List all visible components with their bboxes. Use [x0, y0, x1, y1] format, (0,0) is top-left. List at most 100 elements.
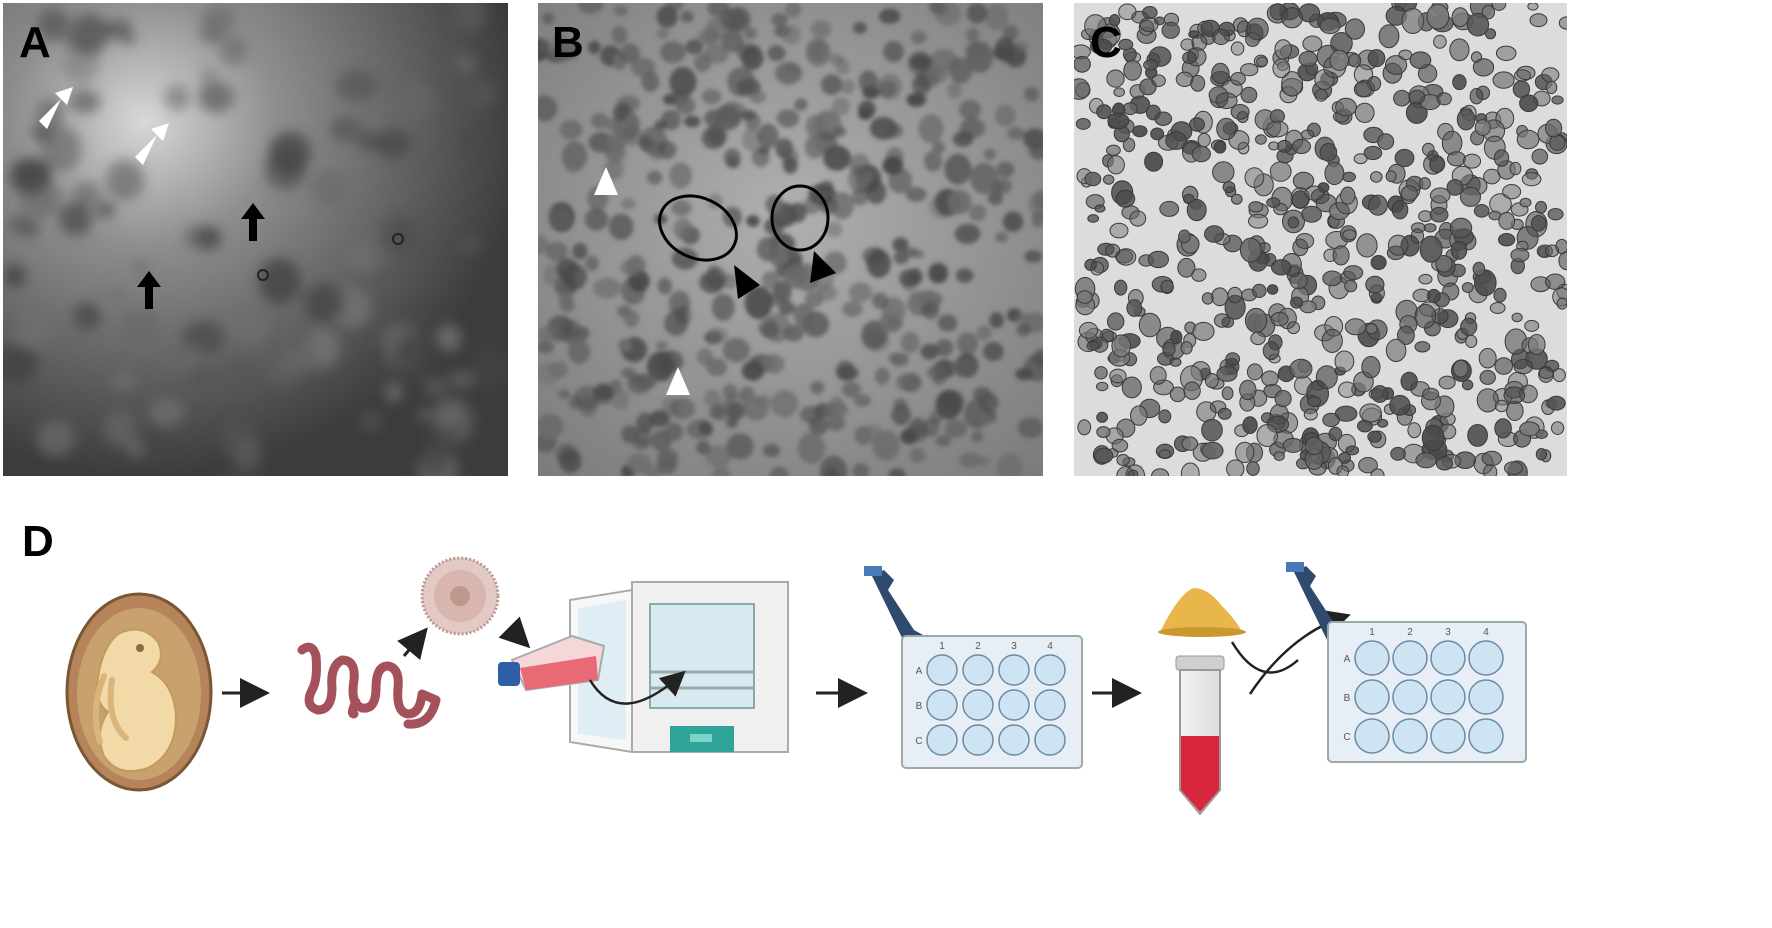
cell-blob [608, 213, 634, 241]
cell-blob [1231, 193, 1243, 205]
cell-blob [303, 283, 344, 323]
cell-blob [1077, 419, 1092, 436]
cell-blob [188, 364, 214, 394]
cell-blob [705, 266, 727, 290]
cell-blob [944, 153, 972, 185]
cell-blob [1498, 233, 1516, 247]
cell-blob [767, 45, 786, 62]
cell-blob [1510, 248, 1530, 263]
plate-well [926, 724, 958, 756]
cell-blob [703, 43, 729, 64]
cell-blob [1365, 323, 1378, 335]
cell-blob [611, 389, 630, 410]
cell-blob [748, 90, 767, 104]
cell-blob [1452, 74, 1467, 91]
plate-well [962, 689, 994, 721]
cell-blob [577, 3, 604, 14]
cell-blob [436, 402, 460, 427]
cell-blob [394, 339, 434, 386]
cell-blob [833, 126, 846, 137]
cell-blob [1244, 167, 1265, 188]
cell-blob [1551, 421, 1565, 435]
cell-blob [1246, 363, 1263, 381]
cell-blob [219, 357, 259, 401]
cell-blob [590, 113, 609, 129]
plate-well [1468, 640, 1504, 676]
cell-blob [1519, 94, 1539, 113]
cell-blob [626, 373, 653, 394]
cell-blob [1516, 65, 1536, 81]
cell-blob [1211, 287, 1229, 307]
cell-blob [1180, 341, 1193, 355]
cell-blob [1556, 297, 1567, 310]
cell-blob [1545, 80, 1558, 95]
cell-blob [649, 410, 670, 427]
cell-blob [1365, 275, 1385, 294]
highlight-circle [658, 194, 738, 262]
black-arrow-icon [137, 203, 265, 309]
cell-blob [799, 405, 822, 424]
cell-blob [804, 290, 824, 308]
cell-blob [1281, 7, 1303, 29]
cell-blob [1180, 462, 1200, 476]
cell-blob [878, 80, 897, 98]
cell-blob [761, 354, 785, 374]
cell-blob [1460, 186, 1481, 207]
cell-blob [1262, 341, 1280, 361]
cell-blob [808, 183, 836, 206]
cell-blob [644, 466, 662, 476]
cell-blob [1287, 321, 1300, 335]
cell-blob [675, 95, 696, 115]
plate-well [926, 654, 958, 686]
cell-blob [724, 392, 749, 421]
cell-blob [567, 339, 591, 365]
cell-blob [1002, 24, 1019, 41]
cell-blob [1169, 386, 1186, 403]
cell-blob [1230, 41, 1245, 56]
cell-blob [968, 204, 987, 222]
plate-well [926, 689, 958, 721]
plate-column-label: 3 [1011, 641, 1017, 652]
cell-blob [865, 424, 883, 444]
cell-blob [841, 79, 855, 95]
incubator-icon [569, 581, 789, 754]
cell-blob [1154, 111, 1173, 126]
cell-blob [1246, 461, 1260, 476]
cell-blob [1281, 71, 1304, 97]
cell-blob [198, 81, 235, 113]
cell-blob [605, 116, 629, 134]
cell-blob [1107, 155, 1125, 175]
cell-blob [1321, 328, 1343, 353]
cell-blob [1107, 112, 1130, 130]
black-arrowhead-icon [734, 265, 760, 299]
cell-blob [722, 337, 751, 363]
cell-blob [1536, 244, 1553, 258]
plate-well [998, 654, 1030, 686]
cell-blob [898, 269, 922, 287]
cell-blob [1415, 452, 1437, 469]
plate-column-label: 3 [1445, 627, 1451, 638]
cell-blob [552, 330, 566, 343]
cell-blob [641, 71, 660, 93]
cell-blob [922, 301, 940, 320]
cell-blob [1371, 385, 1389, 403]
cell-blob [1446, 179, 1464, 196]
cell-blob [935, 389, 963, 420]
cell-blob [947, 189, 972, 215]
cell-blob [1094, 204, 1106, 213]
cell-blob [619, 43, 641, 64]
cell-blob [1495, 45, 1517, 61]
cell-blob [1328, 426, 1343, 442]
plate-well [1034, 654, 1066, 686]
cell-blob [713, 104, 742, 131]
cell-blob [671, 199, 692, 217]
cell-blob [685, 39, 704, 55]
cell-blob [1343, 265, 1364, 281]
cell-blob [199, 68, 218, 83]
cell-blob [1319, 17, 1341, 35]
cell-blob [1344, 18, 1365, 40]
cell-blob [983, 341, 1004, 362]
cell-blob [883, 41, 904, 63]
plate-well [962, 654, 994, 686]
cell-blob [708, 404, 726, 420]
